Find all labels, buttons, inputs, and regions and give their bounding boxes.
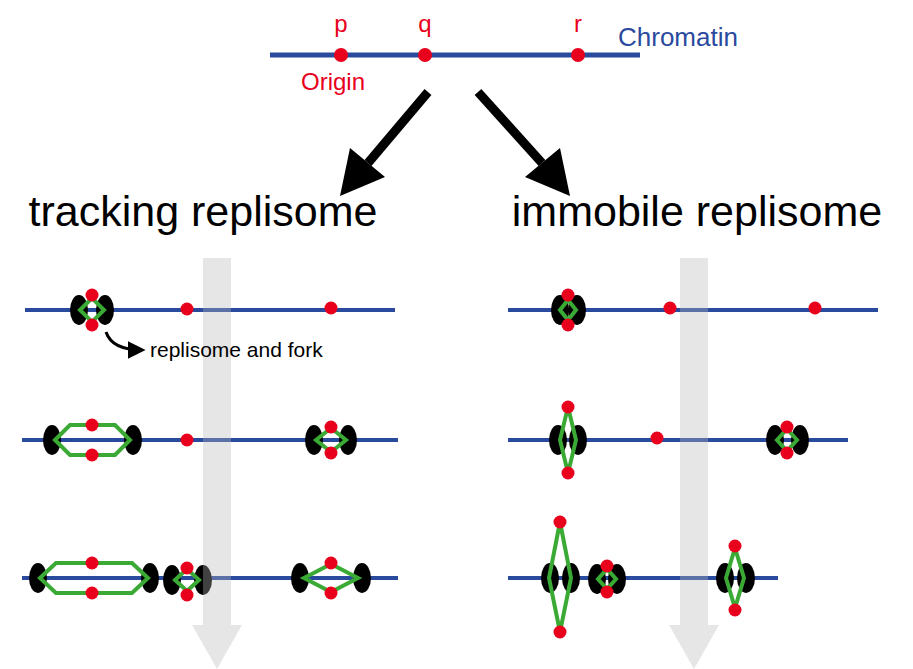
- chromatin-top: [270, 48, 640, 62]
- callout-label: replisome and fork: [150, 338, 323, 361]
- panel-title: immobile replisome: [512, 188, 882, 235]
- origin-letter: p: [334, 11, 347, 37]
- time-arrows: [192, 258, 719, 669]
- chromatin-label: Chromatin: [618, 23, 738, 52]
- panel-title: tracking replisome: [29, 188, 378, 235]
- branch-arrows: [340, 92, 570, 196]
- origin-label: Origin: [301, 69, 365, 95]
- origin-letter: r: [574, 11, 582, 37]
- origin-letter: q: [418, 11, 431, 37]
